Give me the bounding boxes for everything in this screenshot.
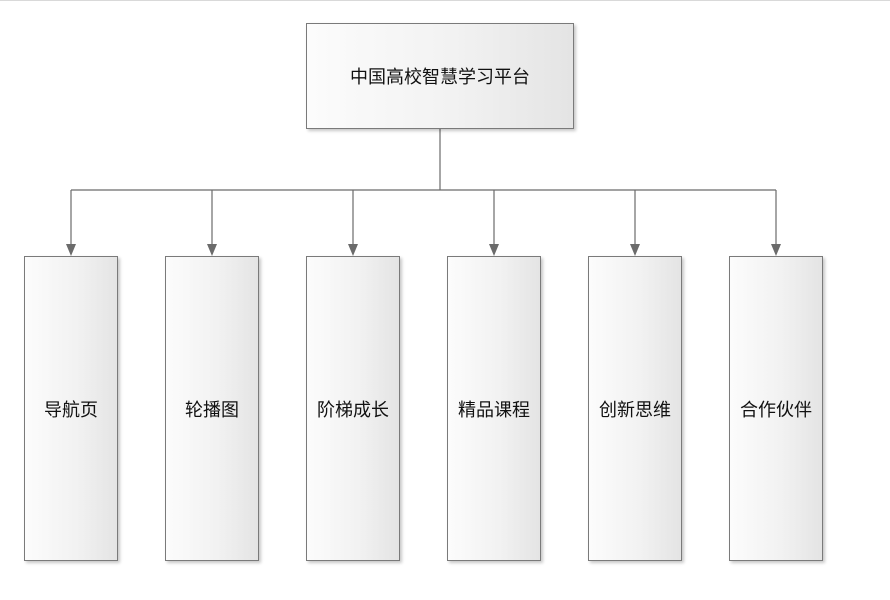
child-node-label: 精品课程: [458, 399, 530, 421]
child-node-label: 轮播图: [185, 399, 239, 421]
child-node-partners: 合作伙伴: [729, 256, 823, 561]
child-node-innovation: 创新思维: [588, 256, 682, 561]
child-node-label: 合作伙伴: [740, 399, 812, 421]
child-node-navigation: 导航页: [24, 256, 118, 561]
arrowhead-6: [771, 244, 781, 256]
arrowhead-1: [66, 244, 76, 256]
child-node-label: 导航页: [44, 399, 98, 421]
child-node-label: 阶梯成长: [317, 399, 389, 421]
child-node-courses: 精品课程: [447, 256, 541, 561]
child-node-label: 创新思维: [599, 399, 671, 421]
child-node-carousel: 轮播图: [165, 256, 259, 561]
top-divider: [0, 0, 890, 1]
child-node-growth: 阶梯成长: [306, 256, 400, 561]
arrowhead-3: [348, 244, 358, 256]
root-node-label: 中国高校智慧学习平台: [350, 67, 530, 88]
arrowhead-4: [489, 244, 499, 256]
arrowhead-5: [630, 244, 640, 256]
root-node: 中国高校智慧学习平台: [306, 23, 574, 129]
arrowhead-2: [207, 244, 217, 256]
